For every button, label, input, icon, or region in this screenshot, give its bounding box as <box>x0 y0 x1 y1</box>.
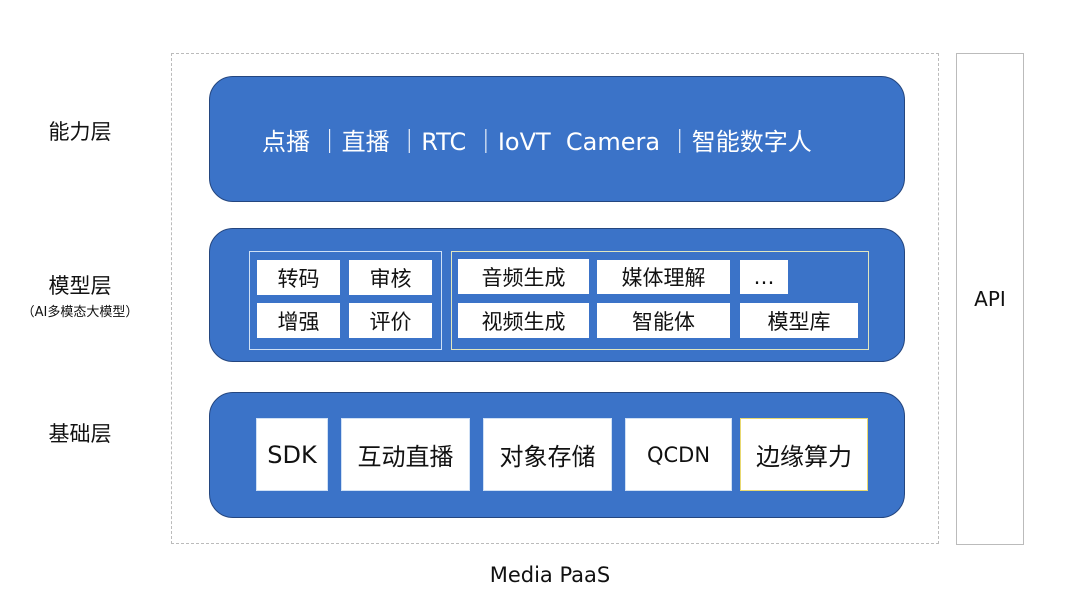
api-box: API <box>956 53 1024 545</box>
capability-layer <box>209 76 905 202</box>
model-cell: 视频生成 <box>458 303 589 338</box>
model-cell: 审核 <box>349 260 432 295</box>
label-model-layer-sub: （AI多模态大模型） <box>21 305 139 320</box>
model-cell: 增强 <box>257 303 340 338</box>
model-group-left <box>249 251 442 350</box>
media-paas-frame <box>171 53 939 544</box>
model-cell: 评价 <box>349 303 432 338</box>
capability-text: 点播 ｜直播 ｜RTC ｜IoVT Camera ｜智能数字人 <box>262 128 812 156</box>
model-cell: 模型库 <box>740 303 858 338</box>
label-model-layer: 模型层 <box>48 274 112 298</box>
model-cell: … <box>740 260 788 294</box>
model-cell: 媒体理解 <box>597 260 730 294</box>
model-cell: 智能体 <box>597 303 730 338</box>
model-cell: 转码 <box>257 260 340 295</box>
label-capability-layer: 能力层 <box>48 120 112 144</box>
base-cell: 互动直播 <box>341 418 470 491</box>
base-cell: 边缘算力 <box>740 418 868 491</box>
model-layer <box>209 228 905 362</box>
label-base-layer: 基础层 <box>48 422 112 446</box>
base-cell: SDK <box>256 418 328 491</box>
model-group-right <box>451 251 869 350</box>
base-cell: 对象存储 <box>483 418 612 491</box>
base-cell: QCDN <box>625 418 732 491</box>
model-cell: 音频生成 <box>458 259 589 294</box>
footer-label: Media PaaS <box>489 563 611 587</box>
